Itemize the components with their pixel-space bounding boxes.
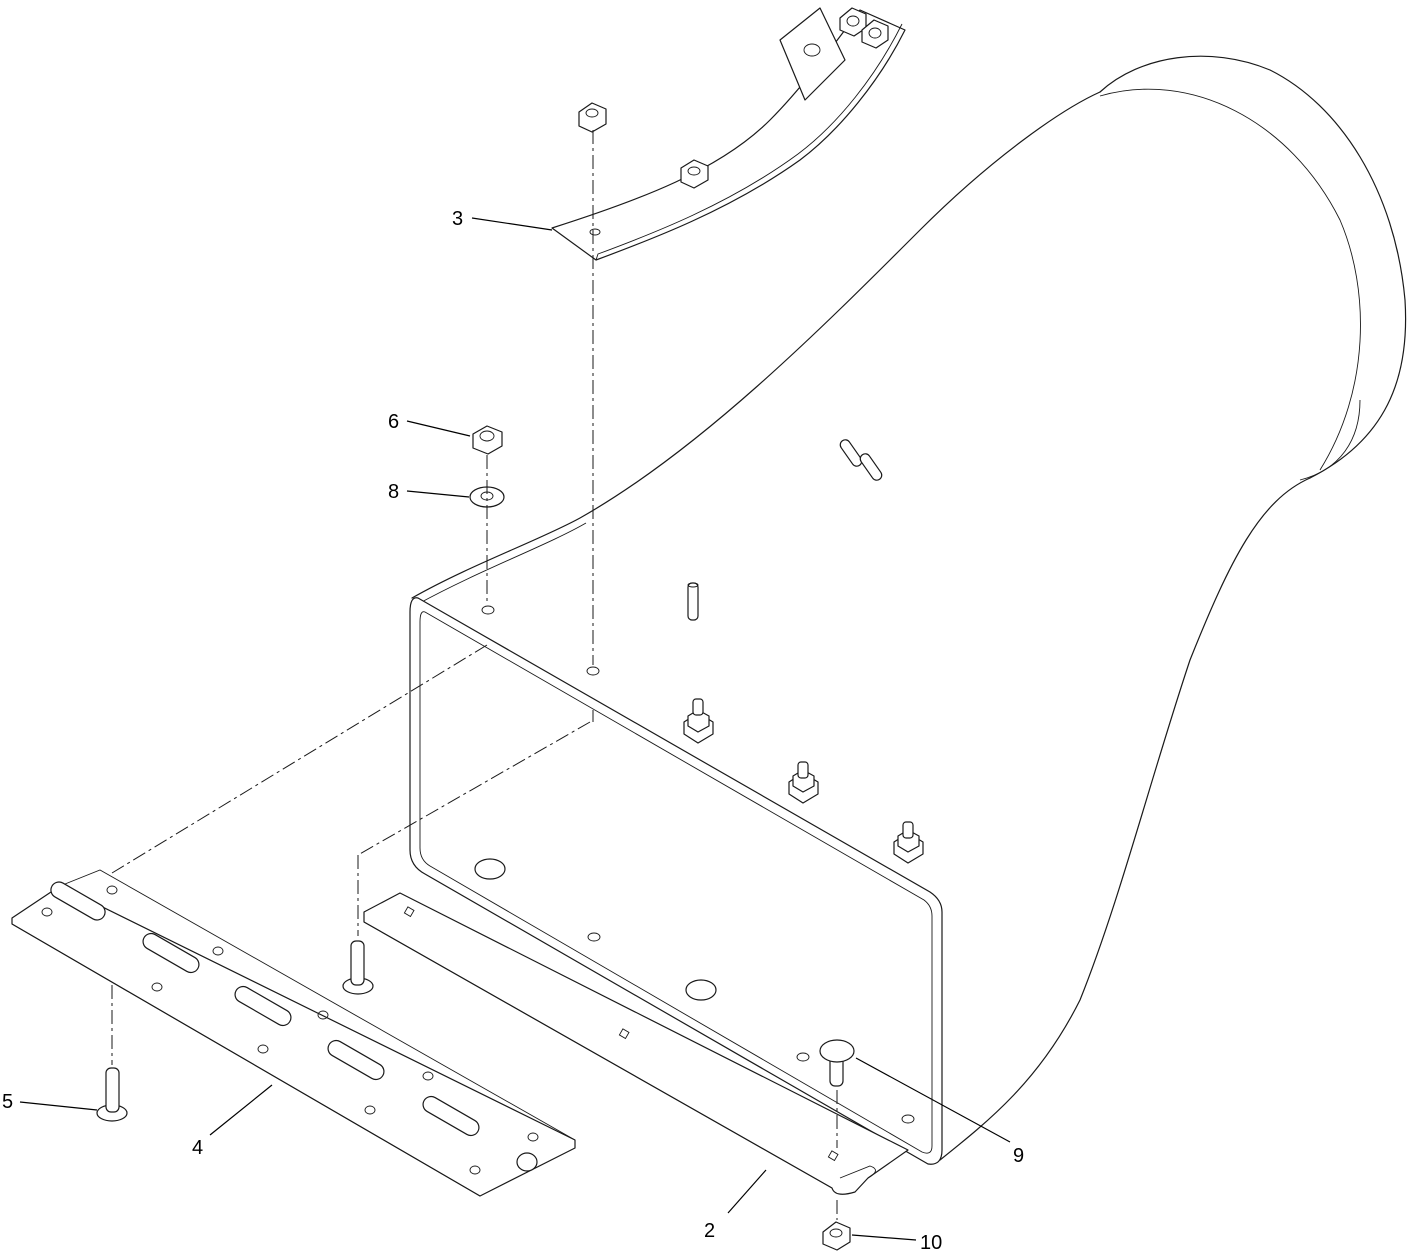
callout-2: 2 bbox=[704, 1220, 715, 1242]
callout-9: 9 bbox=[1013, 1145, 1024, 1167]
leader-4 bbox=[209, 1084, 273, 1136]
carriage-bolt bbox=[819, 1039, 855, 1087]
rivet-head bbox=[685, 979, 717, 1001]
leader-10 bbox=[851, 1234, 917, 1241]
leader-8 bbox=[406, 490, 470, 498]
callout-4: 4 bbox=[192, 1137, 203, 1159]
callout-8: 8 bbox=[388, 481, 399, 503]
frame-stud-nut bbox=[683, 698, 714, 744]
leader-9 bbox=[855, 1057, 1011, 1143]
chute-stud bbox=[687, 582, 699, 621]
leader-6 bbox=[406, 420, 471, 437]
callout-3: 3 bbox=[452, 208, 463, 230]
leader-2 bbox=[727, 1169, 767, 1214]
callout-5: 5 bbox=[2, 1091, 13, 1113]
callout-10: 10 bbox=[920, 1232, 942, 1254]
carriage-bolt-strip bbox=[342, 940, 374, 995]
locknut bbox=[472, 425, 503, 455]
rivet-head bbox=[474, 858, 506, 880]
chute-stud-pair bbox=[839, 439, 883, 481]
frame-stud-nut bbox=[893, 821, 924, 864]
leader-5 bbox=[19, 1101, 98, 1111]
locknut-top bbox=[578, 102, 607, 133]
locknut-bottom bbox=[822, 1221, 851, 1251]
assembly-centerlines bbox=[111, 130, 838, 1220]
mount-hole bbox=[796, 1052, 810, 1062]
piano-hinge bbox=[11, 869, 576, 1197]
callout-6: 6 bbox=[388, 411, 399, 433]
mount-hole bbox=[587, 932, 601, 942]
clamp-strip bbox=[363, 892, 909, 1195]
mount-hole bbox=[586, 666, 600, 676]
mount-frame bbox=[409, 597, 943, 1165]
strap-bracket bbox=[551, 7, 906, 261]
mount-hole bbox=[901, 1114, 915, 1124]
frame-stud-nut bbox=[788, 761, 819, 804]
leader-3 bbox=[471, 217, 553, 231]
mount-hole bbox=[481, 605, 495, 615]
carriage-bolt-hinge bbox=[96, 1067, 128, 1122]
deflector-chute bbox=[411, 55, 1407, 1161]
